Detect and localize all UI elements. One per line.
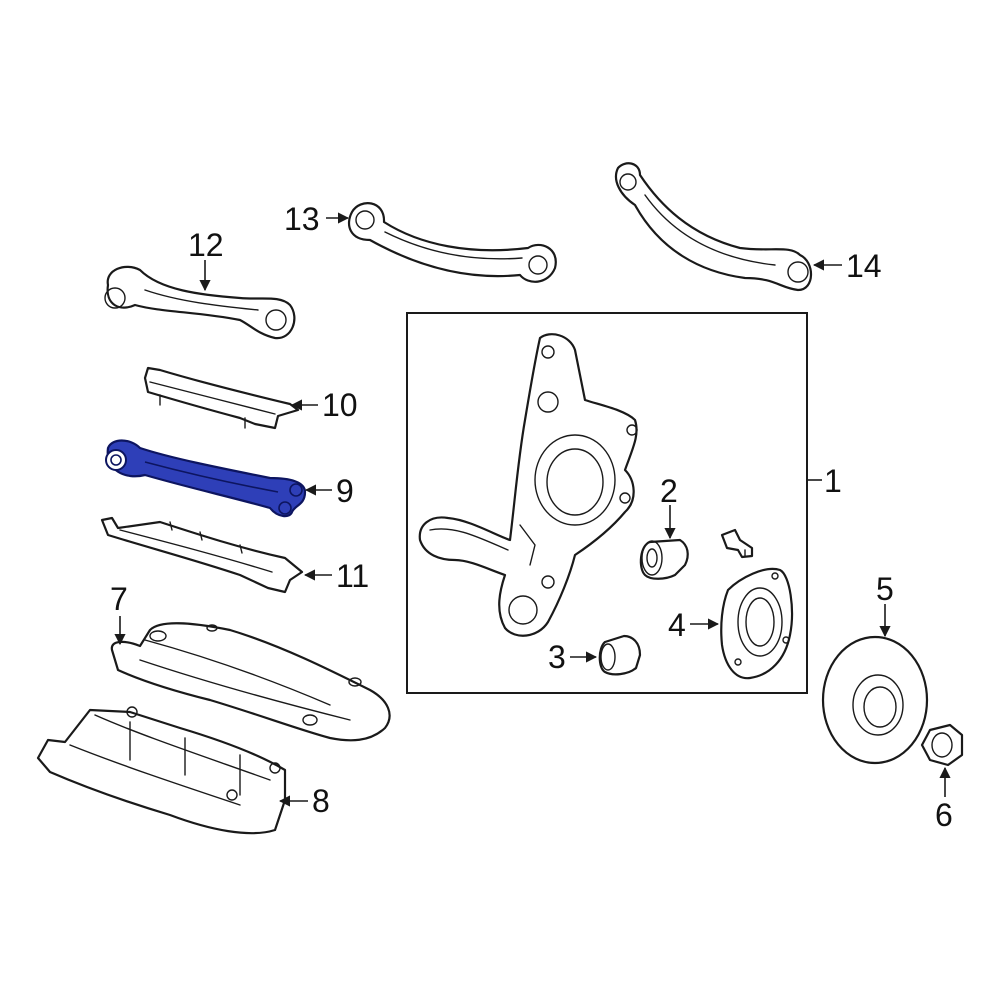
bolt[interactable]: [720, 528, 754, 559]
knuckle-assembly-box: [406, 312, 808, 694]
callout-14: 14: [846, 248, 882, 284]
part-3-bushing[interactable]: [598, 634, 642, 676]
part-10-bracket[interactable]: [143, 366, 300, 430]
callout-2: 2: [660, 473, 678, 509]
part-13-control-arm[interactable]: [347, 202, 557, 283]
callout-6: 6: [935, 797, 953, 833]
callout-9: 9: [336, 473, 354, 509]
callout-8: 8: [312, 783, 330, 819]
part-6-hub-nut[interactable]: [920, 723, 964, 767]
callout-10: 10: [322, 387, 358, 423]
part-12-control-arm[interactable]: [104, 265, 296, 340]
part-2-bushing[interactable]: [639, 538, 689, 580]
callout-7: 7: [110, 581, 128, 617]
callout-12: 12: [188, 227, 224, 263]
part-7-subframe[interactable]: [110, 622, 391, 742]
part-5-brake-rotor[interactable]: [821, 635, 929, 765]
callout-3: 3: [548, 639, 566, 675]
callout-13: 13: [284, 201, 320, 237]
part-8-underbody-shield[interactable]: [36, 706, 287, 835]
part-4-wheel-hub[interactable]: [720, 567, 794, 680]
part-1-steering-knuckle[interactable]: [418, 333, 638, 637]
callout-5: 5: [876, 571, 894, 607]
callout-4: 4: [668, 607, 686, 643]
part-9-control-arm-highlighted[interactable]: [105, 439, 307, 518]
leader-lines: [114, 212, 951, 807]
callout-1: 1: [824, 463, 842, 499]
part-11-shield[interactable]: [100, 516, 304, 594]
part-14-control-arm[interactable]: [614, 162, 813, 292]
callout-labels: 1 2 3 4 5 6 7 8 9 10 11 12 13 14: [110, 201, 953, 833]
callout-11: 11: [336, 558, 369, 594]
